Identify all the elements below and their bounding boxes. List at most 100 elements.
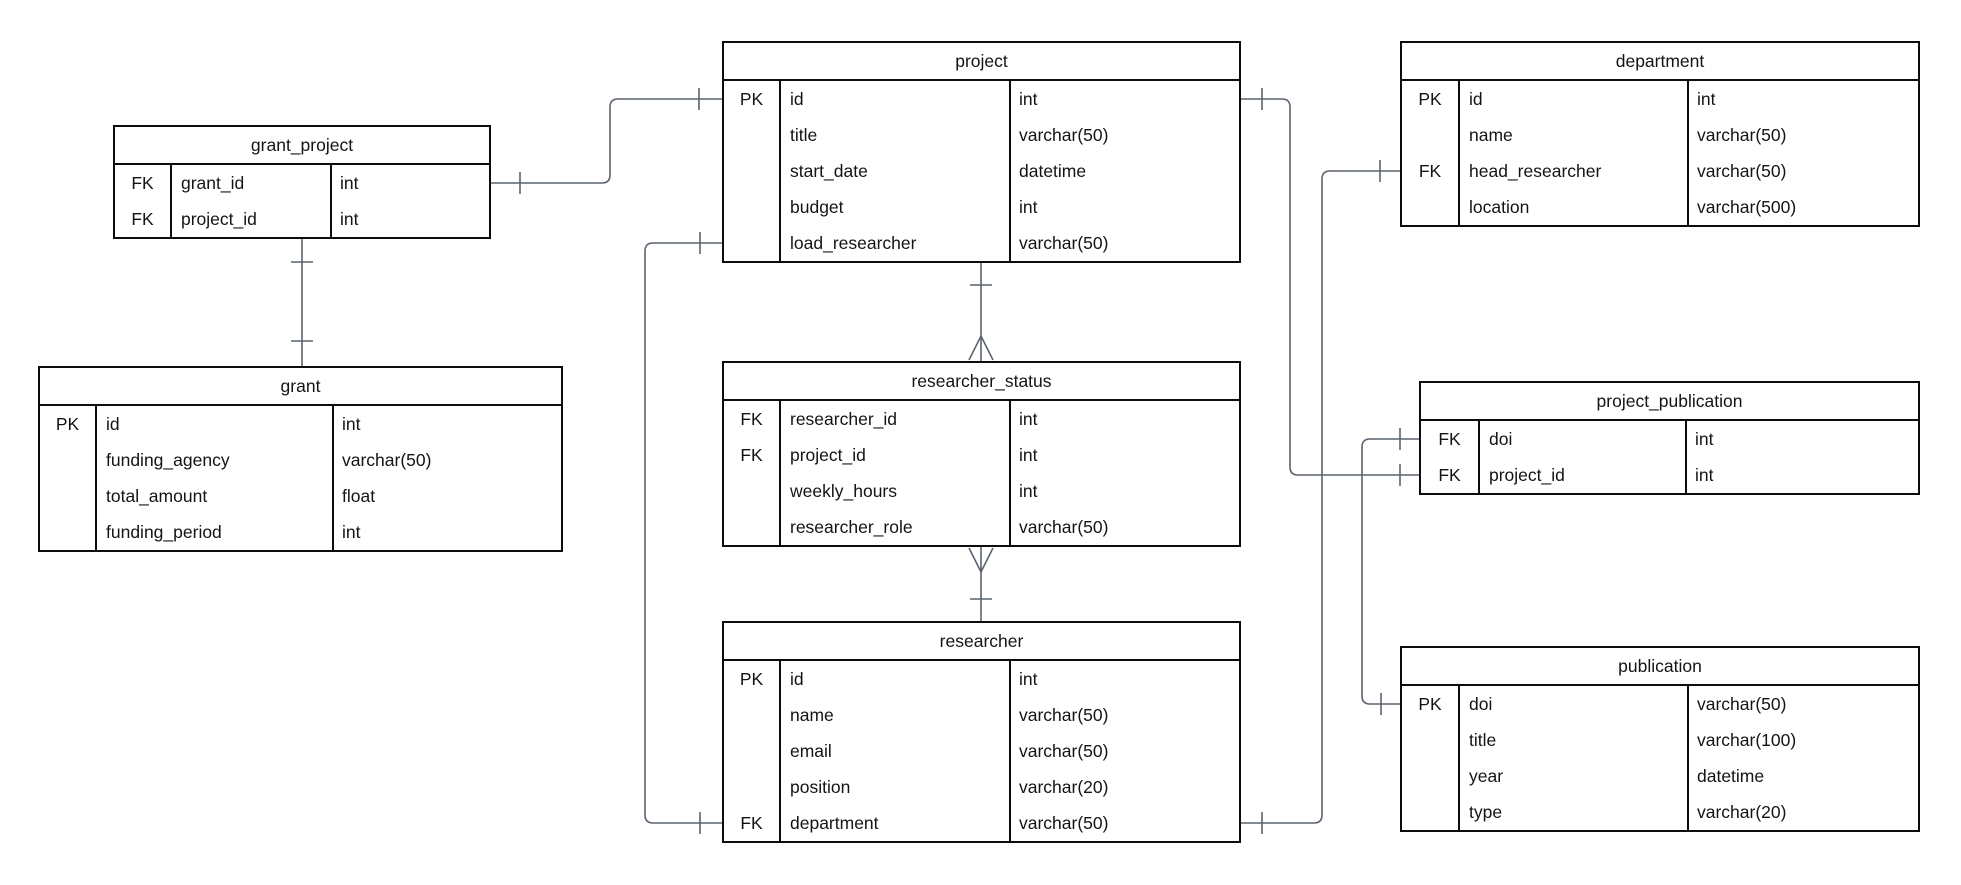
field-name-cell: grant_id <box>172 165 332 201</box>
field-name-cell: project_id <box>781 437 1011 473</box>
table-title: grant_project <box>115 127 489 165</box>
key-cell: PK <box>724 661 781 697</box>
key-cell <box>724 509 781 545</box>
field-name-cell: funding_period <box>97 514 334 550</box>
field-name-cell: id <box>1460 81 1689 117</box>
key-cell: PK <box>40 406 97 442</box>
relationship-grant_project-project <box>491 88 722 194</box>
field-type-cell: int <box>1019 481 1038 501</box>
key-cell <box>1402 758 1460 794</box>
field-type-cell: int <box>1019 89 1038 109</box>
field-name-cell: researcher_id <box>781 401 1011 437</box>
key-cell <box>1402 189 1460 225</box>
field-name-cell: id <box>781 81 1011 117</box>
key-cell <box>1402 117 1460 153</box>
field-name-cell: year <box>1460 758 1689 794</box>
field-name-cell: location <box>1460 189 1689 225</box>
field-type-cell: varchar(50) <box>1019 125 1109 145</box>
field-type-cell: varchar(100) <box>1697 730 1797 750</box>
field-type-cell: datetime <box>1697 766 1765 786</box>
field-name-cell: name <box>781 697 1011 733</box>
key-cell <box>1402 722 1460 758</box>
field-name-cell: budget <box>781 189 1011 225</box>
relationship-wire <box>1241 170 1400 824</box>
field-name-cell: title <box>1460 722 1689 758</box>
key-cell: FK <box>115 201 172 237</box>
field-type-cell: varchar(50) <box>1019 813 1109 833</box>
field-name-cell: funding_agency <box>97 442 334 478</box>
relationship-wire <box>491 98 722 184</box>
field-type-cell: int <box>1019 409 1038 429</box>
key-cell <box>724 117 781 153</box>
field-name-cell: researcher_role <box>781 509 1011 545</box>
table-title: researcher <box>724 623 1239 661</box>
table-title: project_publication <box>1421 383 1918 421</box>
field-name-cell: position <box>781 769 1011 805</box>
relationship-wire <box>1241 98 1419 476</box>
many-marker <box>968 547 994 574</box>
relationship-researcher_status-researcher <box>968 547 994 621</box>
key-cell: FK <box>1402 153 1460 189</box>
relationship-project-researcher <box>644 232 722 834</box>
field-type-cell: varchar(50) <box>1019 233 1109 253</box>
key-cell: FK <box>1421 421 1480 457</box>
key-cell: FK <box>115 165 172 201</box>
field-name-cell: type <box>1460 794 1689 830</box>
key-cell <box>40 478 97 514</box>
field-type-cell: varchar(20) <box>1697 802 1787 822</box>
key-cell <box>724 473 781 509</box>
field-row: year datetime <box>1402 758 1918 794</box>
field-type-cell: datetime <box>1019 161 1087 181</box>
field-type-cell: varchar(50) <box>1019 705 1109 725</box>
field-name-cell: title <box>781 117 1011 153</box>
field-type-cell: varchar(50) <box>1697 694 1787 714</box>
key-cell: FK <box>724 401 781 437</box>
key-cell: FK <box>724 437 781 473</box>
field-type-cell: int <box>1695 465 1714 485</box>
many-marker <box>968 334 994 361</box>
field-name-cell: name <box>1460 117 1689 153</box>
field-row: start_date datetime <box>724 153 1239 189</box>
field-type-cell: int <box>340 209 359 229</box>
table-title: researcher_status <box>724 363 1239 401</box>
field-name-cell: load_researcher <box>781 225 1011 261</box>
field-type-cell: int <box>1019 669 1038 689</box>
field-row: title varchar(50) <box>724 117 1239 153</box>
key-cell <box>724 225 781 261</box>
field-name-cell: doi <box>1480 421 1687 457</box>
key-cell <box>40 514 97 550</box>
field-type-cell: int <box>1697 89 1716 109</box>
key-cell <box>724 769 781 805</box>
field-row: load_researcher varchar(50) <box>724 225 1239 261</box>
field-name-cell: doi <box>1460 686 1689 722</box>
table-title: department <box>1402 43 1918 81</box>
field-name-cell: start_date <box>781 153 1011 189</box>
field-type-cell: varchar(50) <box>1697 125 1787 145</box>
field-name-cell: project_id <box>172 201 332 237</box>
field-type-cell: varchar(50) <box>1019 741 1109 761</box>
